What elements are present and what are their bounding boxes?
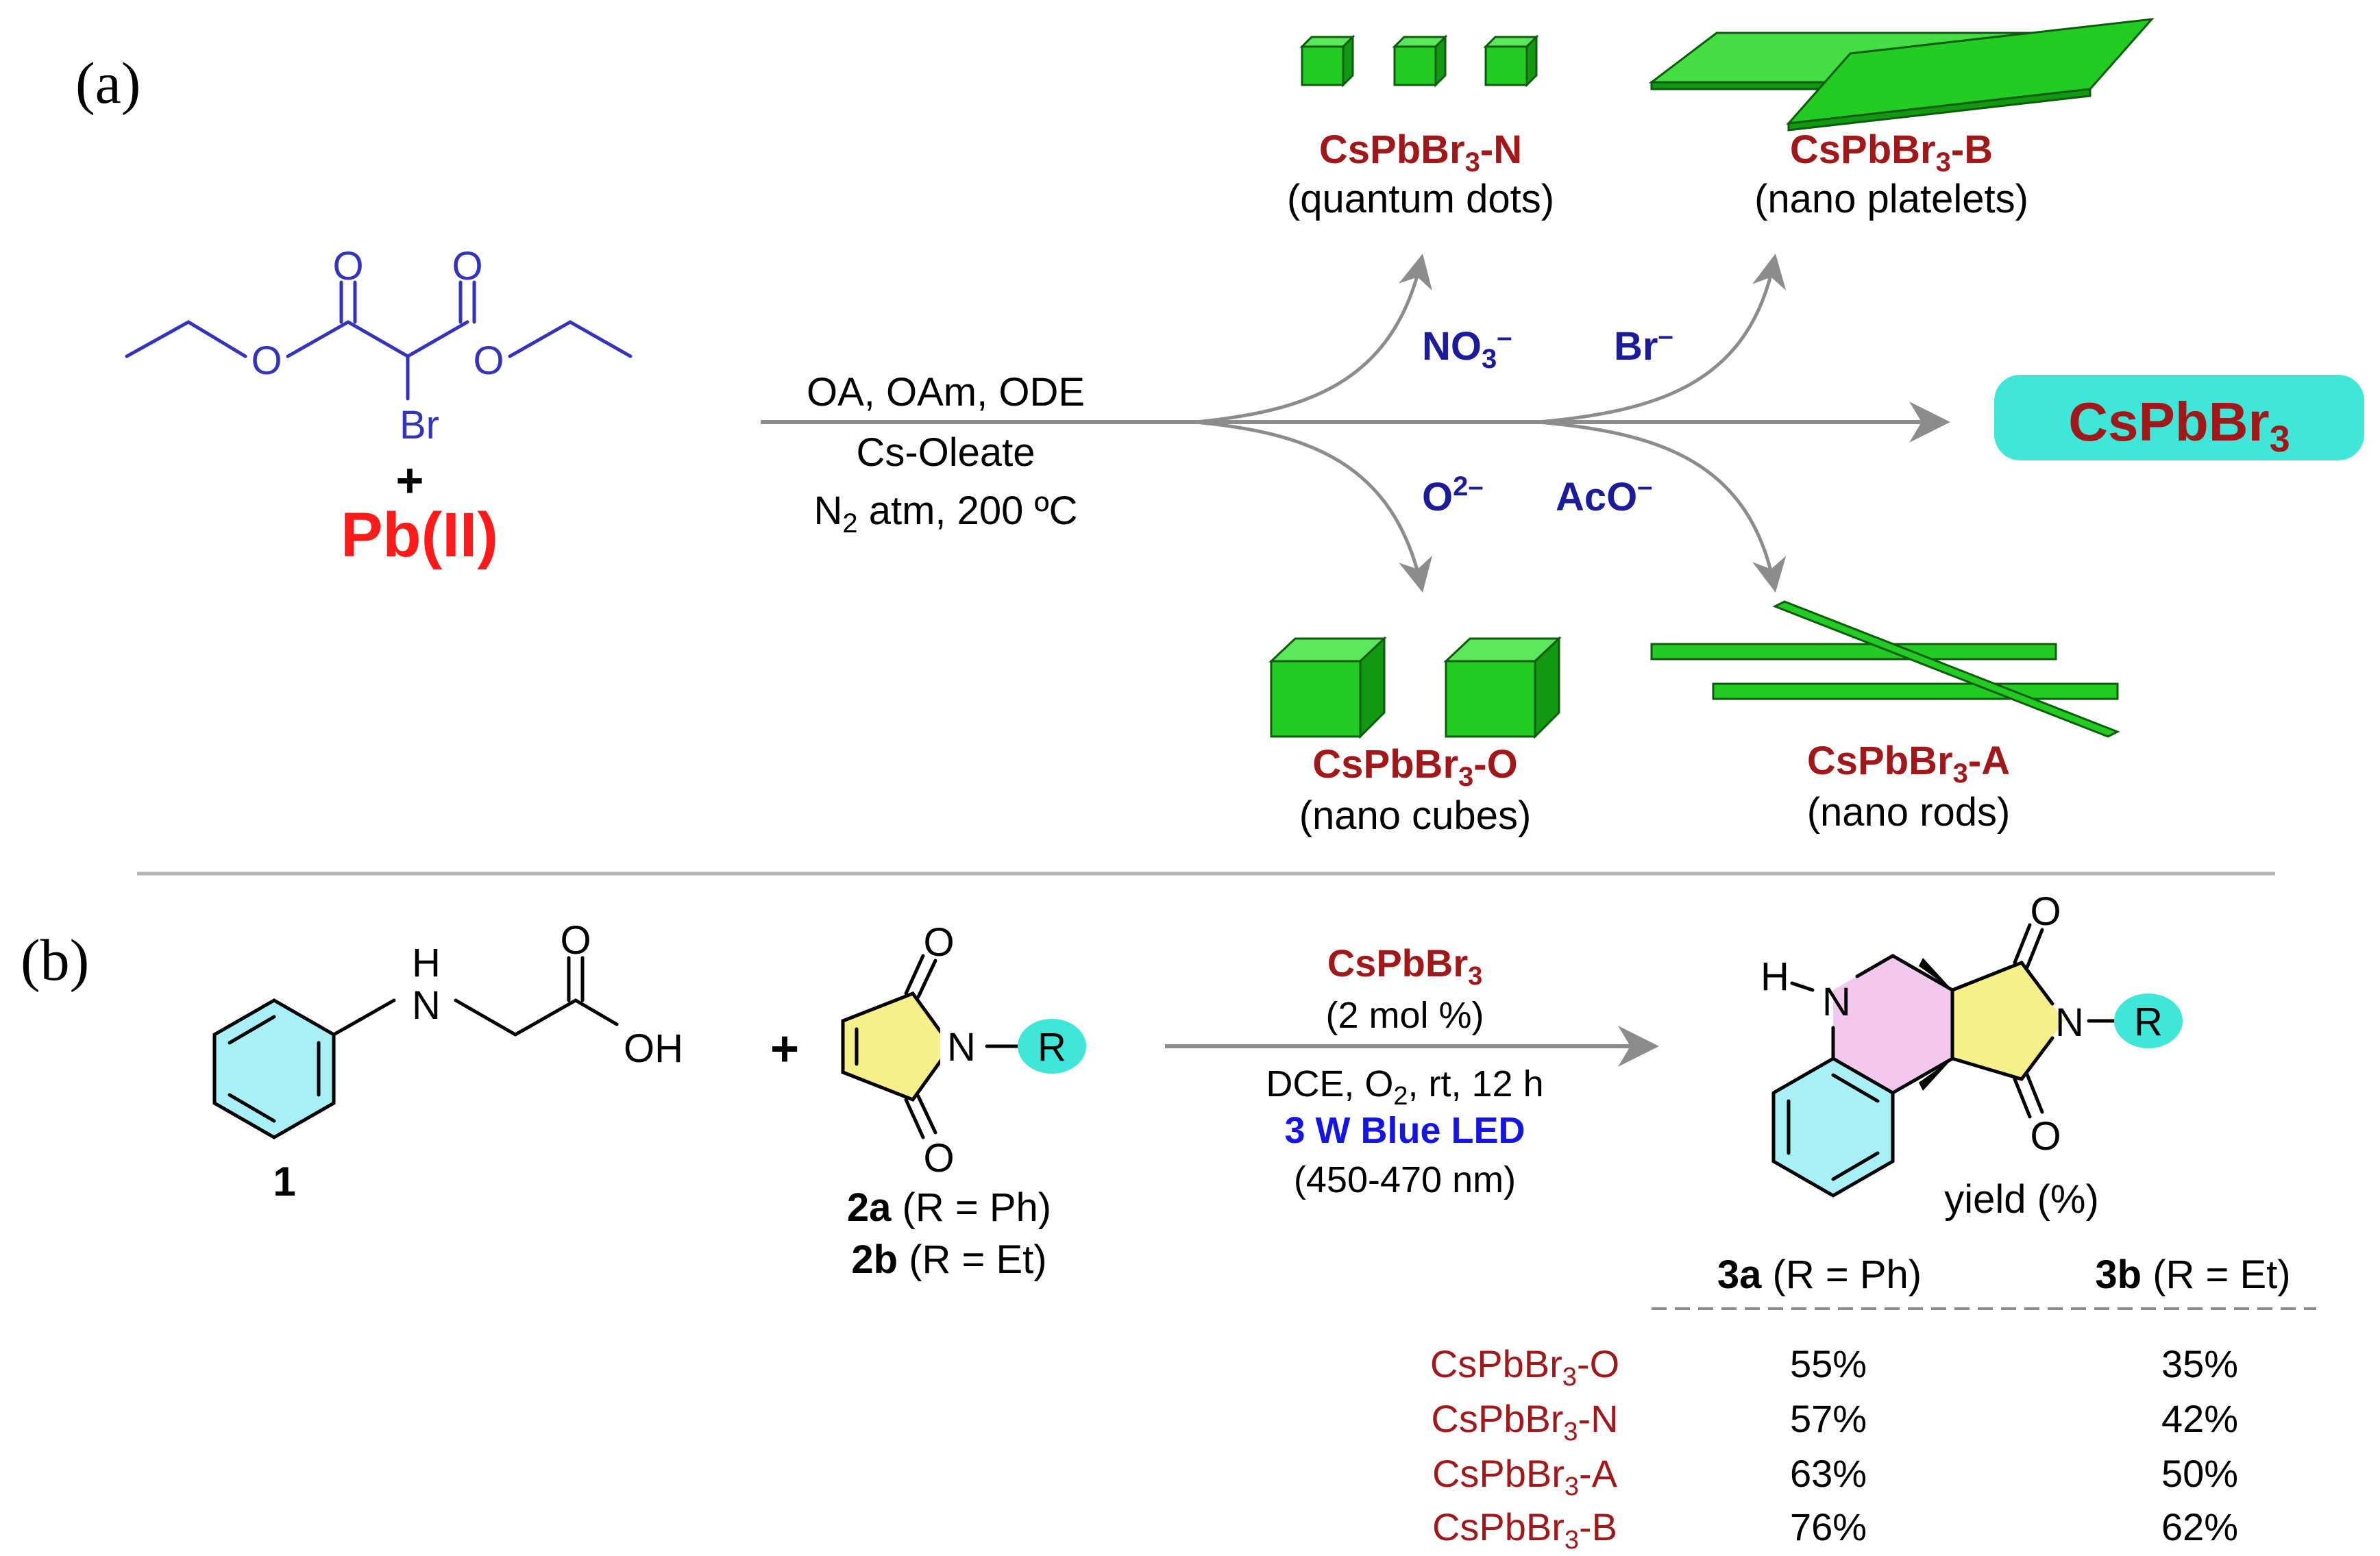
catalyst-label: CsPbBr3 — [1327, 941, 1483, 991]
yield-header: yield (%) — [1944, 1177, 2099, 1222]
glycine-nitrogen: N — [412, 983, 441, 1028]
branch-arrow-nano-cubes — [1195, 420, 1433, 593]
lead-ii-label: Pb(II) — [341, 500, 498, 570]
shape-name-nano-rods: CsPbBr3-A — [1807, 739, 2010, 789]
rod-icon — [1650, 600, 2120, 738]
maleimide-r-group: R — [1038, 1025, 1066, 1070]
n-phenylglycine-structure — [212, 956, 619, 1139]
shape-desc-nano-platelets: (nano platelets) — [1754, 177, 2028, 221]
product-badge-background — [1994, 375, 2364, 460]
catalyst-name-b: CsPbBr3-B — [1432, 1505, 1617, 1555]
yield-3a-b: 76% — [1790, 1505, 1867, 1548]
product-structure — [1771, 923, 2120, 1198]
table-row: CsPbBr3-O 55% 35% — [1430, 1342, 2238, 1392]
conditions-cs-oleate: Cs-Oleate — [856, 430, 1035, 475]
product-wedge-bond-bottom — [1919, 1059, 1952, 1091]
product-amine-nitrogen: N — [1822, 980, 1851, 1024]
maleimide-nitrogen: N — [947, 1025, 976, 1070]
anion-nitrate: NO3– — [1422, 322, 1512, 374]
catalyst-name-o: CsPbBr3-O — [1430, 1342, 1619, 1392]
table-row: CsPbBr3-N 57% 42% — [1431, 1397, 2238, 1446]
catalyst-name-a: CsPbBr3-A — [1432, 1452, 1618, 1501]
plus-sign-b: + — [770, 1022, 799, 1076]
conditions-atmosphere: N2 atm, 200 ºC — [813, 489, 1077, 539]
anion-acetate: AcO– — [1556, 471, 1653, 519]
maleimide-oxygen-bottom: O — [923, 1136, 954, 1181]
diethyl-bromomalonate-structure — [125, 280, 633, 401]
conditions-solvents: OA, OAm, ODE — [807, 370, 1085, 415]
phenyl-ring-fill — [214, 1000, 334, 1137]
product-r-group: R — [2134, 1000, 2163, 1044]
maleimide-oxygen-top: O — [923, 920, 954, 965]
product-piperidine-fill — [1833, 956, 1952, 1093]
small-cubes-icon — [1299, 34, 1539, 88]
bromo-substituent: Br — [400, 403, 439, 447]
branch-arrow-nano-rods — [1538, 420, 1787, 593]
maleimide-ring-fill — [843, 993, 951, 1100]
product-wedge-bond-top — [1919, 958, 1952, 990]
yield-3a-o: 55% — [1790, 1342, 1867, 1385]
shape-name-quantum-dots: CsPbBr3-N — [1319, 127, 1522, 177]
table-column-3b: 3b (R = Et) — [2095, 1252, 2290, 1297]
r-group-highlight-product — [2114, 993, 2183, 1048]
glycine-nh-hydrogen: H — [412, 941, 441, 985]
yield-3a-a: 63% — [1790, 1452, 1867, 1495]
ester-o-left: O — [251, 338, 282, 383]
solvent-conditions: DCE, O2, rt, 12 h — [1266, 1063, 1543, 1111]
glycine-hydroxyl: OH — [624, 1026, 683, 1071]
wavelength-range: (450-470 nm) — [1294, 1159, 1516, 1200]
glycine-carbonyl-oxygen: O — [560, 918, 591, 963]
shape-desc-quantum-dots: (quantum dots) — [1287, 177, 1554, 221]
compound-2a-label: 2a (R = Ph) — [847, 1185, 1051, 1230]
yield-3b-a: 50% — [2161, 1452, 2238, 1495]
ester-o-top-left: O — [332, 244, 363, 288]
catalyst-loading: (2 mol %) — [1325, 995, 1484, 1036]
compound-1-label: 1 — [273, 1159, 295, 1205]
panel-a-label: (a) — [75, 50, 140, 116]
product-imide-nitrogen: N — [2055, 1000, 2084, 1045]
catalyst-name-n: CsPbBr3-N — [1431, 1397, 1618, 1446]
maleimide-n-mask — [940, 1026, 983, 1068]
ester-o-top-right: O — [452, 244, 482, 288]
branch-arrow-quantum-dots — [1195, 254, 1432, 424]
anion-oxide: O2– — [1422, 471, 1484, 519]
product-amine-hydrogen: H — [1761, 954, 1789, 999]
table-column-3a: 3a (R = Ph) — [1717, 1252, 1922, 1297]
yield-3b-o: 35% — [2161, 1342, 2238, 1385]
maleimide-structure — [841, 954, 1023, 1139]
branch-arrow-nano-platelets — [1538, 254, 1787, 424]
plus-sign-a: + — [396, 454, 424, 507]
shape-name-nano-platelets: CsPbBr3-B — [1790, 127, 1993, 177]
shape-desc-nano-rods: (nano rods) — [1807, 790, 2011, 835]
product-carbonyl-oxygen-top: O — [2030, 889, 2061, 934]
shape-name-nano-cubes: CsPbBr3-O — [1312, 742, 1517, 792]
shape-desc-nano-cubes: (nano cubes) — [1299, 793, 1532, 838]
table-row: CsPbBr3-B 76% 62% — [1432, 1505, 2238, 1555]
light-source: 3 W Blue LED — [1284, 1110, 1525, 1151]
product-imide-fill — [1952, 963, 2064, 1079]
yield-3a-n: 57% — [1790, 1397, 1867, 1440]
table-row: CsPbBr3-A 63% 50% — [1432, 1452, 2238, 1501]
compound-2b-label: 2b (R = Et) — [851, 1237, 1046, 1282]
ester-o-right: O — [473, 338, 504, 383]
r-group-highlight-reactant — [1018, 1019, 1086, 1074]
platelet-icon — [1648, 18, 2155, 132]
yield-3b-n: 42% — [2161, 1397, 2238, 1440]
product-carbonyl-oxygen-bottom: O — [2030, 1114, 2061, 1159]
yield-3b-b: 62% — [2161, 1505, 2238, 1548]
anion-bromide: Br– — [1614, 321, 1673, 369]
cube-icon — [1268, 636, 1562, 739]
panel-b-label: (b) — [21, 927, 89, 993]
product-cspbbr3-label: CsPbBr3 — [2068, 391, 2290, 460]
